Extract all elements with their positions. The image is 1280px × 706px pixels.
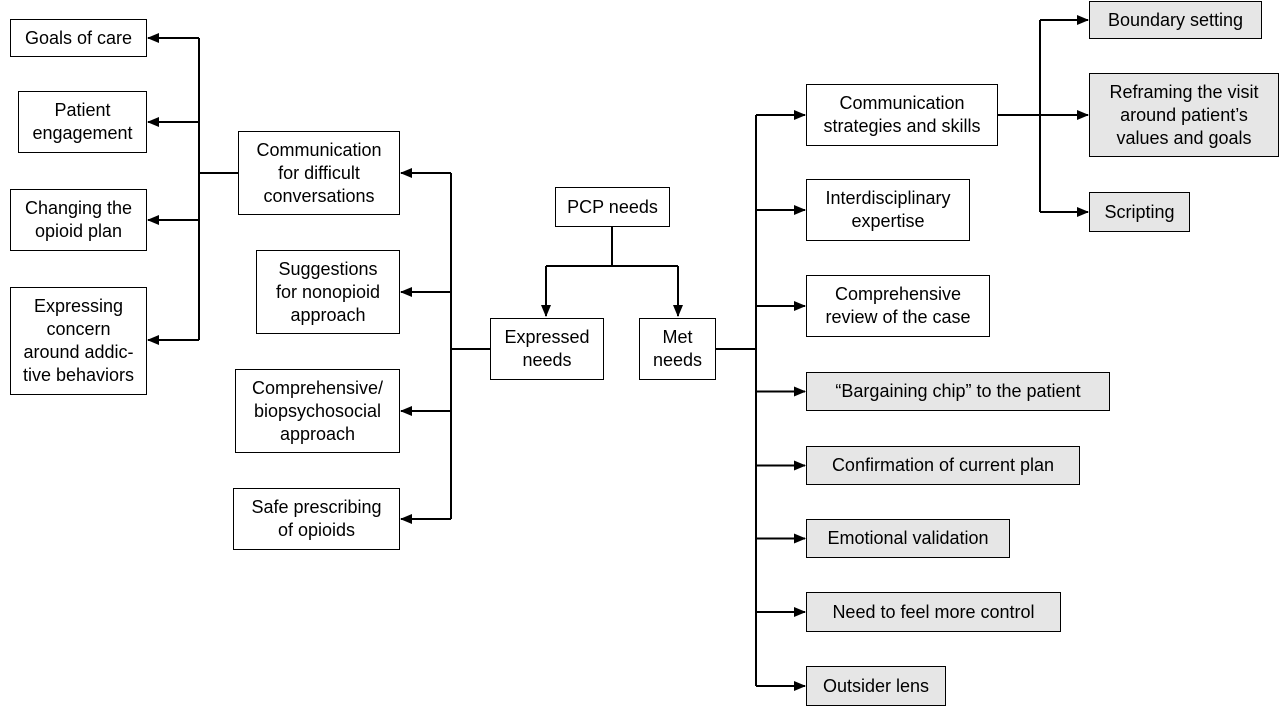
node-communication-difficult-conversations: Communication for difficult conversation… bbox=[238, 131, 400, 215]
node-confirmation-current-plan: Confirmation of current plan bbox=[806, 446, 1080, 485]
node-goals-of-care: Goals of care bbox=[10, 19, 147, 57]
node-reframing-visit: Reframing the visit around patient’s val… bbox=[1089, 73, 1279, 157]
node-changing-opioid-plan: Changing the opioid plan bbox=[10, 189, 147, 251]
node-biopsychosocial-approach: Comprehensive/ biopsychosocial approach bbox=[235, 369, 400, 453]
node-pcp-needs: PCP needs bbox=[555, 187, 670, 227]
node-comprehensive-review: Comprehensive review of the case bbox=[806, 275, 990, 337]
node-expressing-concern-addictive-behaviors: Expressing concern around addic- tive be… bbox=[10, 287, 147, 395]
node-emotional-validation: Emotional validation bbox=[806, 519, 1010, 558]
node-need-more-control: Need to feel more control bbox=[806, 592, 1061, 632]
node-scripting: Scripting bbox=[1089, 192, 1190, 232]
node-met-needs: Met needs bbox=[639, 318, 716, 380]
node-expressed-needs: Expressed needs bbox=[490, 318, 604, 380]
node-outsider-lens: Outsider lens bbox=[806, 666, 946, 706]
node-nonopioid-approach: Suggestions for nonopioid approach bbox=[256, 250, 400, 334]
node-interdisciplinary-expertise: Interdisciplinary expertise bbox=[806, 179, 970, 241]
node-safe-prescribing: Safe prescribing of opioids bbox=[233, 488, 400, 550]
node-patient-engagement: Patient engagement bbox=[18, 91, 147, 153]
node-communication-strategies: Communication strategies and skills bbox=[806, 84, 998, 146]
node-boundary-setting: Boundary setting bbox=[1089, 1, 1262, 39]
node-bargaining-chip: “Bargaining chip” to the patient bbox=[806, 372, 1110, 411]
